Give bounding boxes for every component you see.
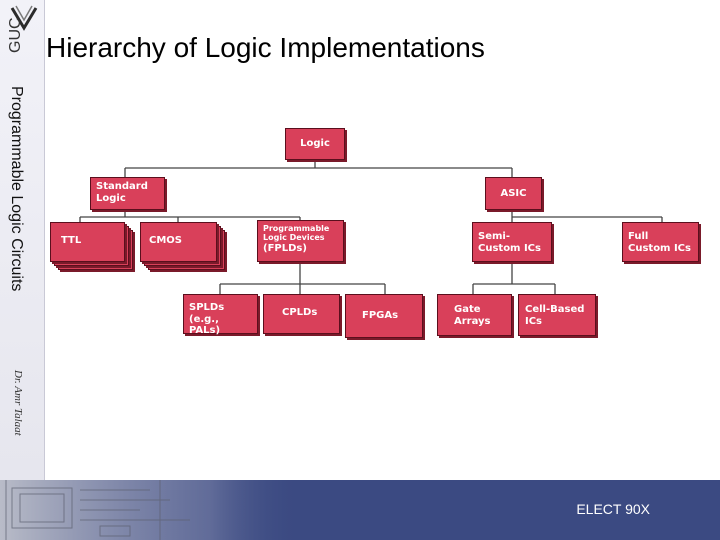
node-splds-label-line2: (e.g., PALs) [189, 313, 221, 337]
node-cplds: CPLDs [263, 294, 340, 334]
node-cell-based: Cell-Based ICs [518, 294, 596, 336]
node-asic-label: ASIC [500, 188, 527, 199]
node-standard-logic: Standard Logic [90, 177, 165, 210]
node-logic-label: Logic [300, 138, 330, 149]
node-splds: SPLDs (e.g., PALs) [183, 294, 258, 337]
node-gate-arrays-label: Gate Arrays [454, 304, 491, 327]
guc-logo: GUC [7, 5, 38, 53]
node-ttl: TTL [50, 222, 125, 262]
chip-image [0, 480, 300, 540]
hierarchy-connectors [79, 160, 663, 294]
node-pld-label-line2: (FPLDs) [263, 243, 307, 255]
node-cmos: CMOS [140, 222, 217, 262]
node-splds-label-line1: SPLDs [189, 302, 225, 313]
footer-course-label: ELECT 90X [576, 501, 650, 517]
author-label: Dr. Amr Talaat [12, 370, 24, 436]
node-fpgas: FPGAs [345, 294, 423, 338]
node-semi-custom: Semi-Custom ICs [472, 222, 552, 262]
node-logic: Logic [285, 128, 345, 160]
node-pld-label-line1: Programmable Logic Devices [263, 224, 330, 243]
node-cplds-label: CPLDs [282, 307, 318, 318]
node-gate-arrays: Gate Arrays [437, 294, 512, 336]
node-full-custom-label: Full Custom ICs [628, 231, 691, 254]
side-title: Programmable Logic Circuits [8, 86, 25, 292]
slide-title: Hierarchy of Logic Implementations [46, 32, 485, 63]
node-semi-custom-label: Semi-Custom ICs [478, 231, 541, 254]
logo-text: GUC [7, 17, 24, 53]
node-cell-based-label: Cell-Based ICs [525, 304, 585, 327]
node-full-custom: Full Custom ICs [622, 222, 699, 262]
node-standard-logic-label: Standard Logic [96, 181, 148, 204]
node-asic: ASIC [485, 177, 542, 210]
node-fpgas-label: FPGAs [362, 310, 399, 321]
node-pld: Programmable Logic Devices (FPLDs) [257, 220, 344, 262]
left-sidebar-strip [0, 0, 45, 480]
node-cmos-label: CMOS [149, 235, 182, 246]
node-ttl-label: TTL [61, 235, 82, 246]
